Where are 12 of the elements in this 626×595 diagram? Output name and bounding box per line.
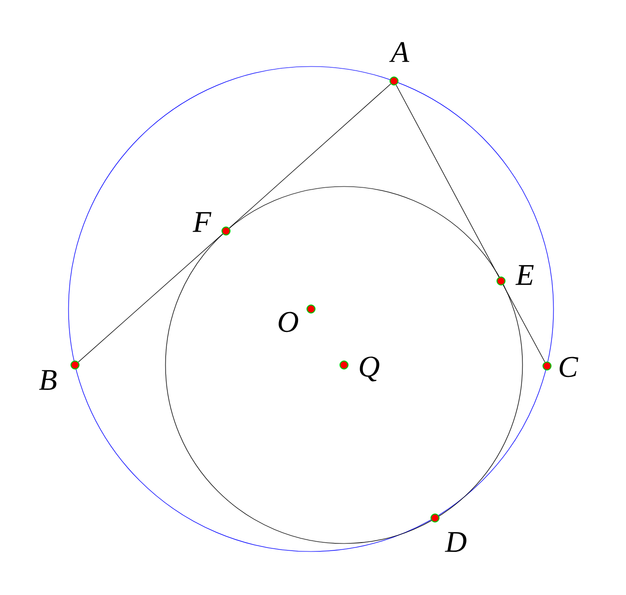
point-label: O <box>278 312 298 332</box>
point-label: D <box>444 532 466 552</box>
point-label: F <box>192 212 212 232</box>
point-label: C <box>560 356 578 378</box>
point-label: Q <box>360 356 380 382</box>
line-segment <box>78 234 223 362</box>
point-label: B <box>39 370 57 390</box>
line-segment <box>229 84 391 228</box>
line-segment <box>396 84 500 278</box>
line-segment <box>502 284 546 362</box>
point-label: A <box>389 42 410 62</box>
point-label: E <box>516 265 534 285</box>
